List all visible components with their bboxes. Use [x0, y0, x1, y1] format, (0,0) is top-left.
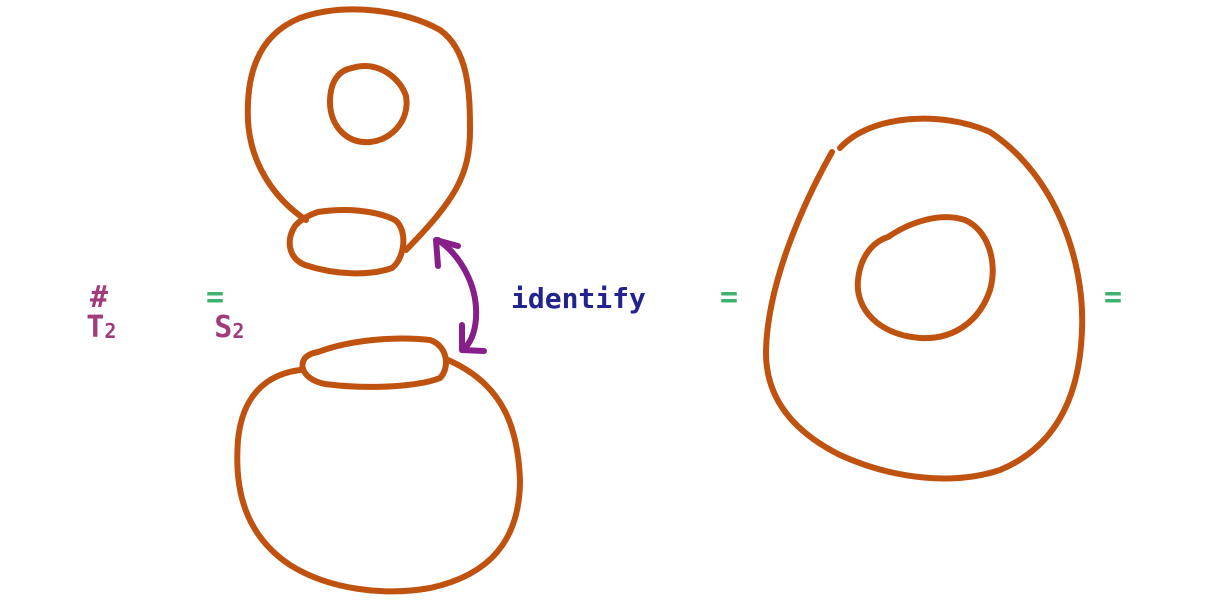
result-torus-outer-boundary — [766, 119, 1082, 479]
connect-sum-symbol: # — [90, 283, 108, 313]
torus-outer-boundary — [248, 9, 470, 250]
equals-sign-1: = — [206, 283, 224, 313]
torus-cut-disk — [290, 210, 404, 273]
sphere-cut-disk — [302, 339, 445, 387]
sphere-subscript: 2 — [232, 319, 244, 343]
equals-sign-3: = — [1104, 283, 1122, 313]
torus-symbol-result: T2 — [1170, 283, 1224, 373]
equals-sign-2: = — [720, 283, 738, 313]
result-torus-inner-hole — [858, 217, 993, 338]
result-torus — [766, 119, 1082, 479]
sphere-letter: S — [214, 310, 232, 345]
sphere-outer-boundary — [237, 360, 520, 591]
torus-with-hole — [248, 9, 470, 273]
sphere-symbol: S2 — [142, 283, 244, 373]
torus-inner-hole — [330, 66, 407, 142]
identify-arrow-curve — [438, 240, 476, 350]
torus-letter: T — [86, 310, 104, 345]
identify-arrow — [436, 240, 484, 351]
sphere-with-hole — [237, 339, 520, 592]
torus-subscript: 2 — [104, 319, 116, 343]
identify-label: identify — [511, 285, 646, 313]
